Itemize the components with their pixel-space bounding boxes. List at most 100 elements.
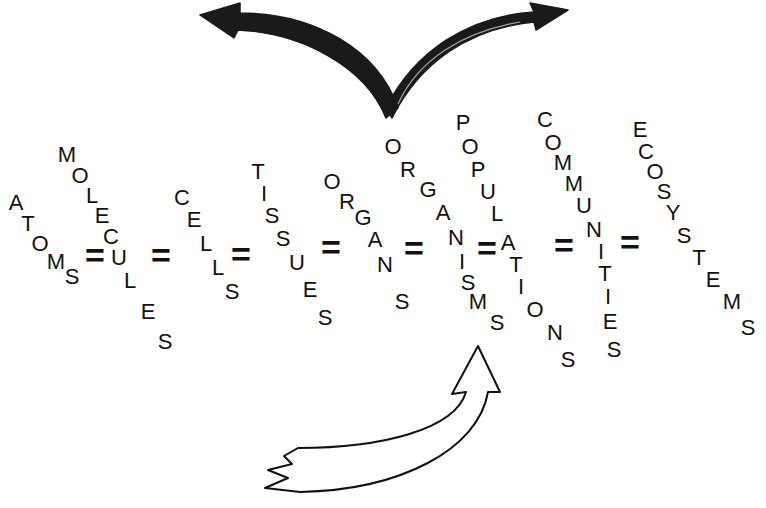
letter: M — [554, 152, 572, 174]
letter: S — [561, 349, 576, 371]
curved-arrow-right — [386, 3, 568, 118]
letter: S — [461, 272, 476, 294]
letter: Y — [666, 202, 681, 224]
letter: O — [323, 171, 340, 193]
letter: S — [158, 331, 173, 353]
letter: S — [276, 228, 291, 250]
letter: M — [58, 144, 76, 166]
letter: P — [471, 159, 486, 181]
letter: O — [384, 136, 401, 158]
letter: C — [638, 141, 654, 163]
letter: L — [124, 270, 136, 292]
letter: S — [265, 205, 280, 227]
equals-glyph: = — [477, 231, 497, 265]
letter: O — [526, 299, 543, 321]
letter: N — [547, 322, 563, 344]
equals-glyph: = — [620, 225, 640, 259]
letter: T — [21, 213, 34, 235]
letter: O — [646, 161, 663, 183]
letter: S — [65, 266, 80, 288]
letter: E — [603, 311, 618, 333]
letter: L — [200, 233, 212, 255]
letter: C — [103, 226, 119, 248]
letter: T — [692, 247, 705, 269]
letter: U — [111, 247, 127, 269]
letter: M — [723, 291, 741, 313]
equals-glyph: = — [321, 230, 341, 264]
letter: L — [212, 257, 224, 279]
equals-glyph: = — [231, 237, 251, 271]
letter: U — [289, 252, 305, 274]
letter: O — [71, 165, 88, 187]
letter: M — [47, 251, 65, 273]
letter: E — [141, 301, 156, 323]
letter: I — [261, 183, 267, 205]
letter: S — [657, 181, 672, 203]
letter: C — [537, 109, 553, 131]
letter: T — [509, 254, 522, 276]
letter: S — [490, 312, 505, 334]
letter: T — [598, 263, 611, 285]
letter: I — [518, 276, 524, 298]
letter: U — [480, 181, 496, 203]
letter: I — [459, 251, 465, 273]
letter: G — [419, 179, 436, 201]
letter: R — [400, 159, 416, 181]
letter: P — [456, 112, 471, 134]
letter: T — [251, 161, 264, 183]
letter: O — [544, 132, 561, 154]
letter: A — [368, 229, 383, 251]
letter: E — [187, 209, 202, 231]
letter: M — [469, 291, 487, 313]
letter: S — [318, 307, 333, 329]
letter: R — [339, 191, 355, 213]
letter: E — [706, 269, 721, 291]
letter: O — [461, 136, 478, 158]
letter: S — [225, 281, 240, 303]
letter: A — [501, 232, 516, 254]
letter: A — [436, 202, 451, 224]
letter: O — [31, 233, 48, 255]
letter: A — [9, 192, 24, 214]
letter: I — [598, 241, 604, 263]
letter: L — [86, 185, 98, 207]
letter: N — [377, 254, 393, 276]
letter: L — [491, 203, 503, 225]
equals-glyph: = — [404, 231, 424, 265]
arrow-highlight — [398, 22, 520, 104]
letter: S — [607, 339, 622, 361]
letter: S — [741, 317, 756, 339]
letter: G — [354, 207, 371, 229]
letter: E — [95, 205, 110, 227]
equals-glyph: = — [151, 238, 171, 272]
hollow-arrow — [265, 346, 500, 492]
equals-glyph: = — [85, 238, 105, 272]
equals-glyph: = — [554, 228, 574, 262]
letter: C — [174, 187, 190, 209]
letter: U — [576, 195, 592, 217]
curved-arrow-left — [200, 3, 398, 118]
letter: N — [448, 227, 464, 249]
letter: I — [605, 286, 611, 308]
letter: S — [395, 291, 410, 313]
letter: M — [565, 173, 583, 195]
